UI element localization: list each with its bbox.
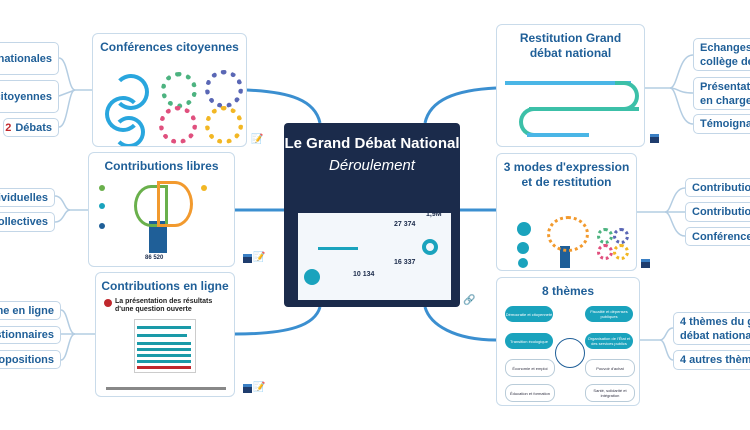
topic-restitution[interactable]: Restitution Grand débat national bbox=[496, 24, 645, 147]
subtopic[interactable]: 4 autres thème bbox=[673, 350, 750, 370]
topic-contributions-en-ligne[interactable]: Contributions en ligne La présentation d… bbox=[95, 272, 235, 397]
subtopic-label: 4 thèmes du g débat nationa bbox=[680, 315, 750, 342]
theme-pill: Fiscalité et dépenses publiques bbox=[585, 306, 633, 322]
link-enligne bbox=[234, 306, 322, 336]
subtopic[interactable]: ividuelles bbox=[0, 188, 55, 207]
topic-title: Restitution Grand débat national bbox=[519, 31, 622, 60]
subtopic[interactable]: 4 thèmes du g débat nationa bbox=[673, 312, 750, 345]
subtopic[interactable]: citoyennes bbox=[0, 80, 59, 113]
notes-icon[interactable]: 📝 bbox=[253, 382, 266, 393]
link-themes bbox=[423, 306, 497, 342]
stat: 27 374 bbox=[394, 221, 416, 228]
subtopic-label: stionnaires bbox=[0, 329, 54, 341]
central-topic[interactable]: Le Grand Débat National Déroulement 27 3… bbox=[284, 123, 460, 307]
flag-icon bbox=[243, 254, 252, 263]
flag-icon bbox=[641, 259, 650, 268]
subtopic-label: Echanges a collège de bbox=[700, 41, 750, 68]
subtopic-label: 4 autres thème bbox=[680, 354, 750, 366]
topic-3-modes[interactable]: 3 modes d'expression et de restitution bbox=[496, 153, 637, 271]
people-icon bbox=[555, 338, 585, 368]
topic-contributions-libres[interactable]: Contributions libres 86 520 bbox=[88, 152, 235, 267]
subtopic[interactable]: me en ligne bbox=[0, 301, 61, 320]
central-infographic[interactable]: 27 374 1,9M 16 337 10 134 bbox=[298, 207, 451, 300]
subtopic[interactable]: nationales bbox=[0, 42, 59, 75]
subtopic[interactable]: Contribution bbox=[685, 178, 750, 197]
notes-icon[interactable]: 📝 bbox=[251, 134, 264, 145]
link-icon[interactable]: 🔗 bbox=[463, 295, 476, 306]
theme-pill: Transition écologique bbox=[505, 333, 553, 349]
topic-title: Contributions libres bbox=[104, 159, 219, 173]
theme-pill: Pouvoir d'achat bbox=[585, 359, 635, 377]
tree-branch bbox=[157, 181, 193, 227]
notes-icon[interactable]: 📝 bbox=[253, 252, 266, 263]
link-restitution bbox=[423, 86, 497, 124]
subtopic-label: Collectives bbox=[0, 216, 48, 228]
topic-title: Conférences citoyennes bbox=[100, 40, 239, 54]
subtitle: La présentation des résultats d'une ques… bbox=[115, 298, 213, 313]
subtopic-label: nationales bbox=[0, 52, 52, 65]
subtopic-label: Contribution bbox=[692, 206, 750, 218]
subtopic[interactable]: Témoignag bbox=[693, 114, 750, 134]
count: 2 bbox=[5, 121, 12, 134]
central-title: Le Grand Débat National bbox=[284, 135, 460, 152]
subtopic[interactable]: ropositions bbox=[0, 350, 61, 369]
subtopic-label: Contribution bbox=[692, 181, 750, 194]
subtopic-label: Présentati en charge bbox=[700, 80, 750, 107]
subtopic[interactable]: Conférences bbox=[685, 227, 750, 246]
central-subtitle: Déroulement bbox=[329, 157, 415, 174]
subtopic-label: Débats bbox=[15, 121, 52, 134]
subtopic-label: me en ligne bbox=[0, 304, 54, 317]
stat: 10 134 bbox=[353, 271, 375, 278]
subtopic[interactable]: Echanges a collège de bbox=[693, 38, 750, 71]
topic-title: 3 modes d'expression et de restitution bbox=[503, 160, 630, 189]
stat: 16 337 bbox=[394, 259, 416, 266]
subtopic-label: citoyennes bbox=[0, 90, 52, 103]
tree-trunk bbox=[149, 221, 167, 253]
question-icon bbox=[104, 299, 112, 307]
subtopic[interactable]: stionnaires bbox=[0, 326, 61, 344]
topic-8-themes[interactable]: 8 thèmes Démocratie et citoyenneté Trans… bbox=[496, 277, 640, 406]
subtopic[interactable]: Collectives bbox=[0, 212, 55, 232]
subtopic-label: Conférences bbox=[692, 230, 750, 243]
topic-conferences-citoyennes[interactable]: Conférences citoyennes bbox=[92, 33, 247, 147]
stat: 1,9M bbox=[426, 211, 442, 218]
topic-title: 8 thèmes bbox=[541, 284, 595, 298]
theme-pill: Santé, solidarité et intégration bbox=[585, 384, 635, 402]
subtopic-label: ropositions bbox=[0, 353, 54, 366]
theme-pill: Organisation de l'État et des services p… bbox=[585, 333, 633, 349]
results-chart bbox=[134, 319, 196, 373]
subtopic-label: Témoignag bbox=[700, 118, 750, 130]
subtopic[interactable]: Présentati en charge bbox=[693, 77, 750, 110]
subtopic[interactable]: Contribution bbox=[685, 202, 750, 222]
theme-pill: Éducation et formation bbox=[505, 384, 555, 402]
topic-title: Contributions en ligne bbox=[101, 279, 229, 293]
theme-pill: Démocratie et citoyenneté bbox=[505, 306, 553, 322]
flag-icon bbox=[243, 384, 252, 393]
flag-icon bbox=[650, 134, 659, 143]
theme-pill: Économie et emploi bbox=[505, 359, 555, 377]
contribution-count: 86 520 bbox=[145, 255, 164, 261]
link-conferences bbox=[246, 88, 322, 124]
subtopic-label: ividuelles bbox=[0, 191, 48, 204]
